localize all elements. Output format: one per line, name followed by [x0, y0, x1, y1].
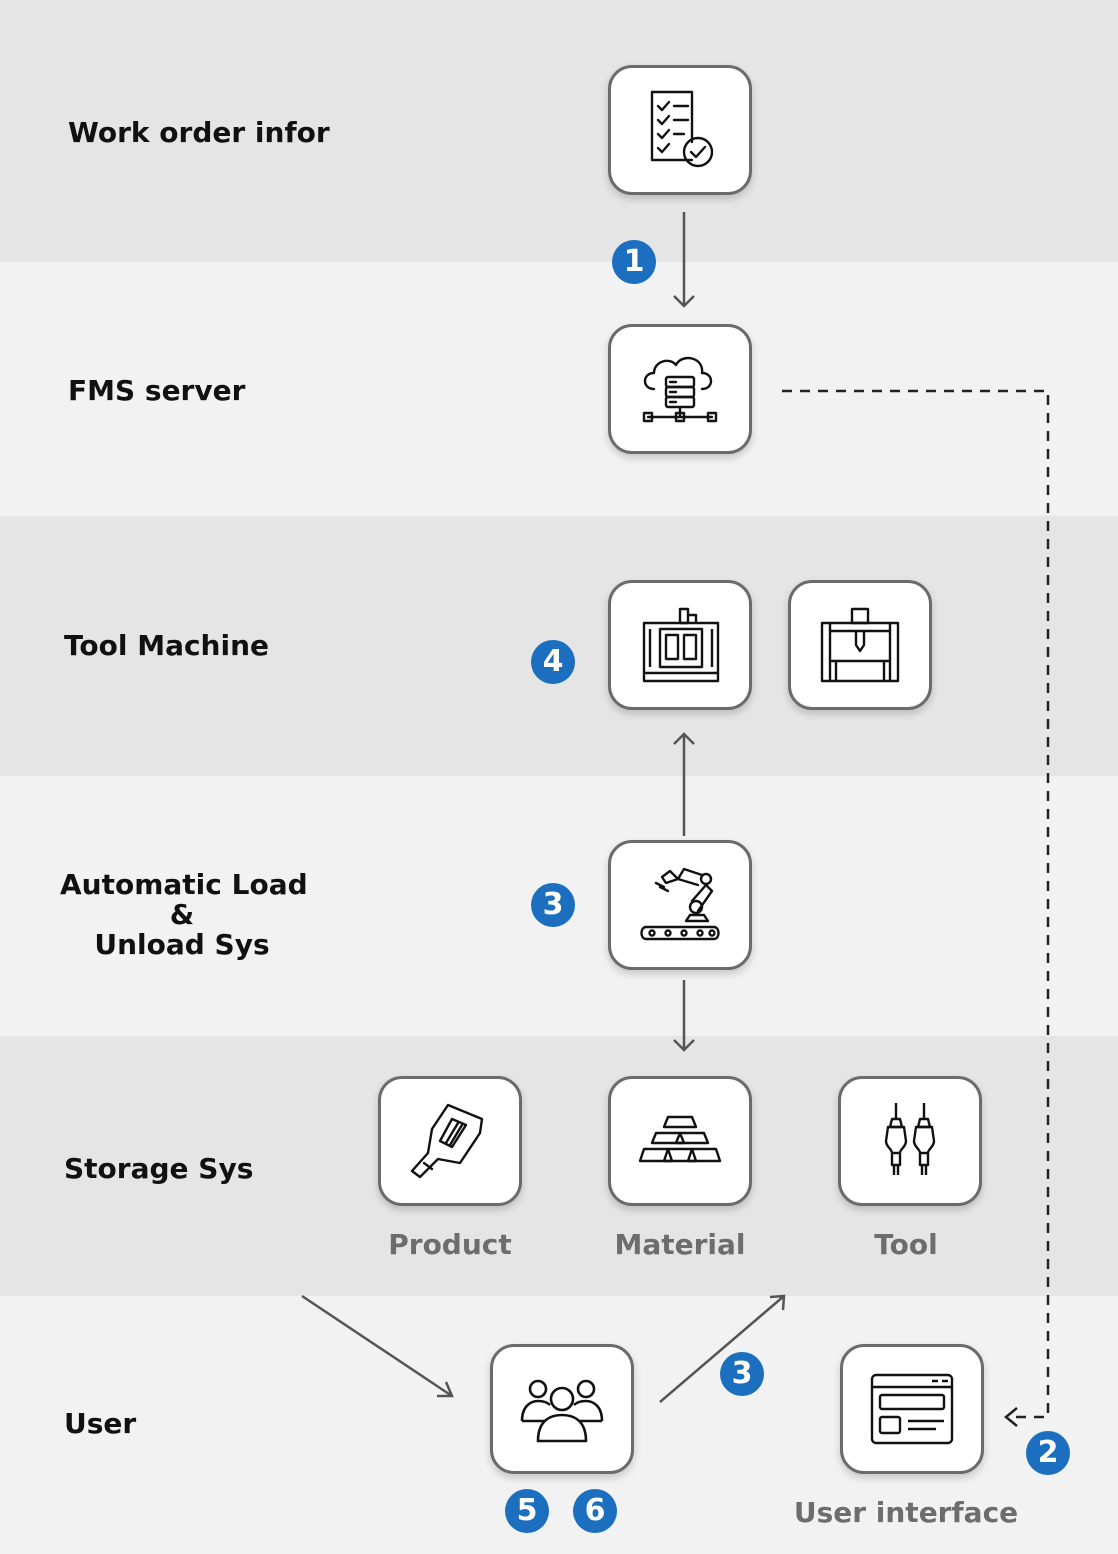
cloud-server-icon [642, 356, 718, 423]
users-group-icon [520, 1379, 604, 1443]
machining-center-node[interactable] [608, 580, 752, 710]
step-badge-6: 6 [573, 1489, 617, 1533]
lane-label-auto-load-line1: Automatic Load [60, 868, 308, 901]
material-node[interactable] [608, 1076, 752, 1206]
tool-caption: Tool [874, 1228, 938, 1261]
lane-label-work-order: Work order infor [68, 116, 330, 149]
material-bars-icon [638, 1115, 722, 1163]
lane-label-storage: Storage Sys [64, 1152, 254, 1185]
product-node[interactable] [378, 1076, 522, 1206]
step-badge-4: 4 [531, 640, 575, 684]
lane-label-user: User [64, 1407, 137, 1440]
product-caption: Product [388, 1228, 512, 1261]
user-interface-caption: User interface [793, 1496, 1019, 1529]
gantry-machine-icon [820, 607, 900, 683]
dashed-arrowhead [1004, 1407, 1018, 1427]
arrow-robot-to-machine [673, 732, 695, 836]
fms-server-node[interactable] [608, 324, 752, 454]
lane-label-auto-load-line3: Unload Sys [94, 928, 270, 961]
user-interface-node[interactable] [840, 1344, 984, 1474]
checklist-icon [650, 90, 714, 168]
arrow-robot-to-storage [673, 980, 695, 1052]
step-badge-5: 5 [505, 1489, 549, 1533]
lane-label-auto-load: Automatic Load & Unload Sys [60, 868, 308, 961]
user-node[interactable] [490, 1344, 634, 1474]
lane-label-fms-server: FMS server [68, 374, 246, 407]
arrow-storage-to-user [301, 1294, 454, 1398]
dashed-fms-to-ui [782, 389, 1050, 1419]
product-part-icon [410, 1103, 484, 1179]
work-order-node[interactable] [608, 65, 752, 195]
step-badge-3-user: 3 [720, 1352, 764, 1396]
robot-arm-conveyor-icon [640, 867, 720, 941]
step-badge-2: 2 [1026, 1431, 1070, 1475]
step-badge-3-robot: 3 [531, 883, 575, 927]
tool-node[interactable] [838, 1076, 982, 1206]
lane-label-tool-machine: Tool Machine [64, 629, 270, 662]
machining-center-icon [642, 607, 720, 683]
step-badge-1: 1 [612, 240, 656, 284]
lane-label-auto-load-line2: & [169, 898, 195, 931]
material-caption: Material [614, 1228, 746, 1261]
lane-work-order [0, 0, 1118, 262]
browser-window-icon [870, 1373, 954, 1445]
lane-fms-server [0, 262, 1118, 516]
robot-node[interactable] [608, 840, 752, 970]
arrow-user-to-storage [659, 1294, 786, 1403]
gantry-machine-node[interactable] [788, 580, 932, 710]
arrow-work-order-to-fms [673, 212, 695, 308]
tool-holders-icon [884, 1103, 936, 1175]
